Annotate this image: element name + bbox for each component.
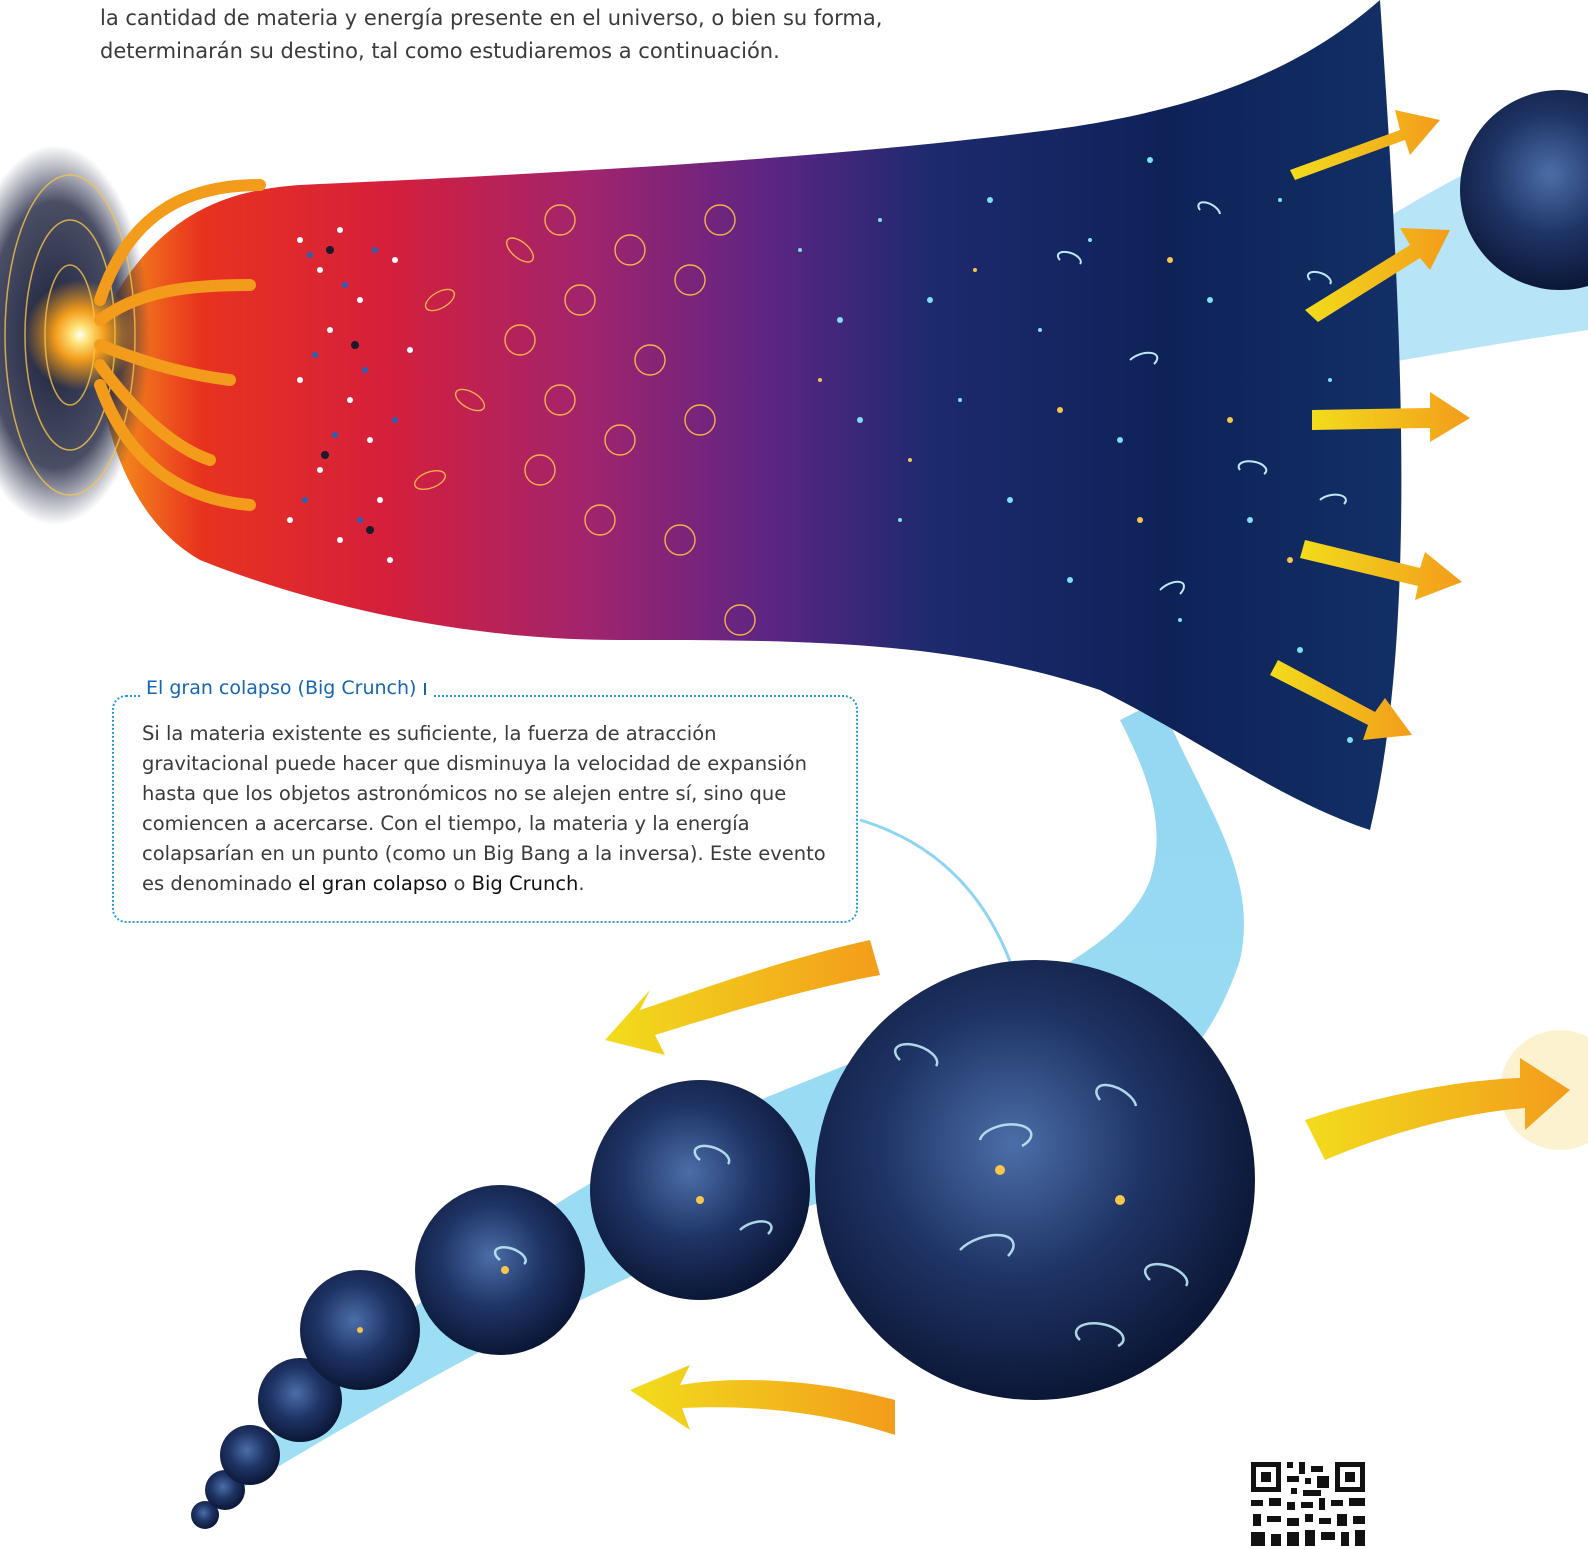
term-big-crunch: Big Crunch — [472, 872, 579, 895]
intro-line-2: determinarán su destino, tal como estudi… — [100, 35, 1100, 68]
qr-code-icon[interactable] — [1247, 1458, 1369, 1550]
expansion-arrow-right — [1305, 1058, 1570, 1160]
big-bang-glow — [25, 280, 135, 390]
callout-connector: o — [447, 872, 471, 895]
collapse-arrow-top — [605, 940, 880, 1055]
collapsing-spheres — [191, 960, 1255, 1529]
callout-title: El gran colapso (Big Crunch) — [140, 675, 434, 701]
callout-suffix: . — [578, 872, 584, 895]
intro-line-1: la cantidad de materia y energía present… — [100, 2, 1100, 35]
big-crunch-callout: El gran colapso (Big Crunch) Si la mater… — [112, 695, 858, 923]
callout-body-text: Si la materia existente es suficiente, l… — [142, 722, 826, 895]
intro-paragraph: la cantidad de materia y energía present… — [100, 2, 1100, 68]
term-gran-colapso: el gran colapso — [298, 872, 447, 895]
callout-body: Si la materia existente es suficiente, l… — [142, 719, 842, 899]
collapse-arrow-bottom — [630, 1365, 895, 1435]
